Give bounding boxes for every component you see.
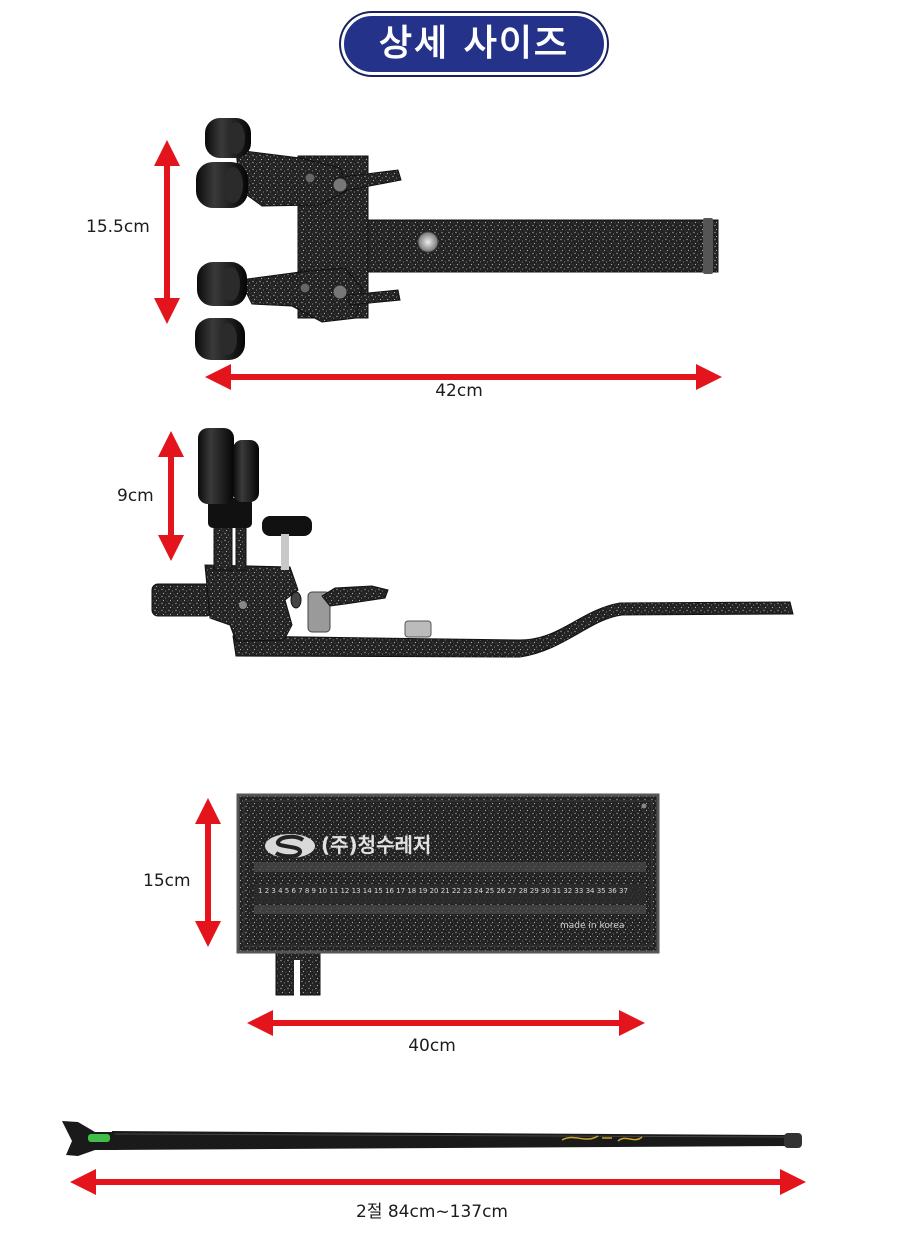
- scale-number: 19: [418, 887, 428, 895]
- rod-length-label: 2절 84cm~137cm: [356, 1202, 508, 1222]
- scale-number: 8: [304, 887, 310, 895]
- grip-rubber: [198, 428, 234, 504]
- dimension-arrow-rod-length: [70, 1169, 806, 1195]
- section-title-badge: 상세 사이즈: [341, 13, 607, 75]
- scale-number: 24: [474, 887, 484, 895]
- scale-number: 29: [529, 887, 539, 895]
- top-view-holder: [195, 118, 719, 360]
- scale-number: 7: [298, 887, 303, 895]
- rod-end-cap: [784, 1133, 802, 1148]
- dimension-arrow-plate-height: [195, 798, 221, 947]
- scale-number: 37: [618, 887, 628, 895]
- scale-number: 11: [329, 887, 339, 895]
- t-knob-shaft: [281, 534, 289, 570]
- dimension-arrow-side-view-height: [158, 431, 184, 561]
- lower-rod-rest: [195, 262, 401, 360]
- arm-end-pin: [703, 218, 713, 274]
- clamp-block: [204, 564, 299, 642]
- scale-number: 30: [541, 887, 550, 895]
- dimension-arrow-plate-width: [247, 1010, 645, 1036]
- plate-width-label: 40cm: [408, 1036, 456, 1056]
- scale-number: 35: [596, 887, 606, 895]
- scale-number: 15: [373, 887, 383, 895]
- top-view-height-label: 15.5cm: [86, 217, 150, 237]
- scale-number: 13: [351, 887, 361, 895]
- scale-number: 23: [463, 887, 472, 895]
- scale-number: 6: [291, 887, 296, 895]
- arm-knob: [417, 231, 439, 253]
- scale-number: 2: [264, 887, 270, 895]
- scale-number: 18: [407, 887, 417, 895]
- scale-number: 17: [396, 887, 406, 895]
- scale-number: 10: [318, 887, 328, 895]
- scale-number: 36: [607, 887, 617, 895]
- scale-number: 20: [429, 887, 439, 895]
- rod-decoration: [561, 1135, 643, 1142]
- side-view-height-label: 9cm: [117, 486, 154, 506]
- logo-icon: [265, 834, 315, 859]
- plate-origin-text: made in korea: [560, 921, 625, 931]
- scale-number: 3: [271, 887, 276, 895]
- dimension-arrow-top-view-width: [205, 364, 722, 390]
- dimension-arrow-top-view-height: [154, 140, 180, 324]
- top-view-width-label: 42cm: [435, 381, 483, 401]
- scale-plate: [236, 793, 660, 996]
- scale-number: 28: [518, 887, 528, 895]
- scale-number: 22: [451, 887, 461, 895]
- t-knob: [262, 516, 312, 536]
- scale-number: 21: [440, 887, 450, 895]
- section-title: 상세 사이즈: [378, 23, 570, 64]
- scale-number: 26: [496, 887, 506, 895]
- scale-number: 34: [585, 887, 595, 895]
- side-arm: [232, 601, 794, 658]
- rod-shaft: [112, 1131, 790, 1150]
- side-arm-knob: [404, 620, 432, 638]
- plate-height-label: 15cm: [143, 871, 191, 891]
- scale-number: 31: [552, 887, 562, 895]
- lock-lever: [321, 585, 389, 607]
- side-view-holder: [151, 428, 794, 658]
- scale-number: 25: [485, 887, 495, 895]
- scale-number: 9: [311, 887, 316, 895]
- scale-number: 16: [385, 887, 394, 895]
- telescopic-rod: [62, 1121, 802, 1156]
- scale-number: 5: [284, 887, 290, 895]
- scale-number: 1: [258, 887, 263, 895]
- scale-number: 14: [362, 887, 372, 895]
- plate-body: [236, 793, 660, 954]
- scale-number: 4: [278, 887, 283, 895]
- holder-arm: [359, 219, 719, 273]
- scale-number: 27: [507, 887, 517, 895]
- clamp-tube: [151, 583, 213, 617]
- scale-number: 32: [563, 887, 573, 895]
- plate-brand-text: (주)청수레저: [321, 833, 432, 857]
- scale-number: 33: [574, 887, 584, 895]
- level-bubble: [88, 1134, 110, 1142]
- grip-rubber: [233, 440, 259, 502]
- scale-number: 12: [340, 887, 350, 895]
- upper-rod-rest: [196, 118, 402, 208]
